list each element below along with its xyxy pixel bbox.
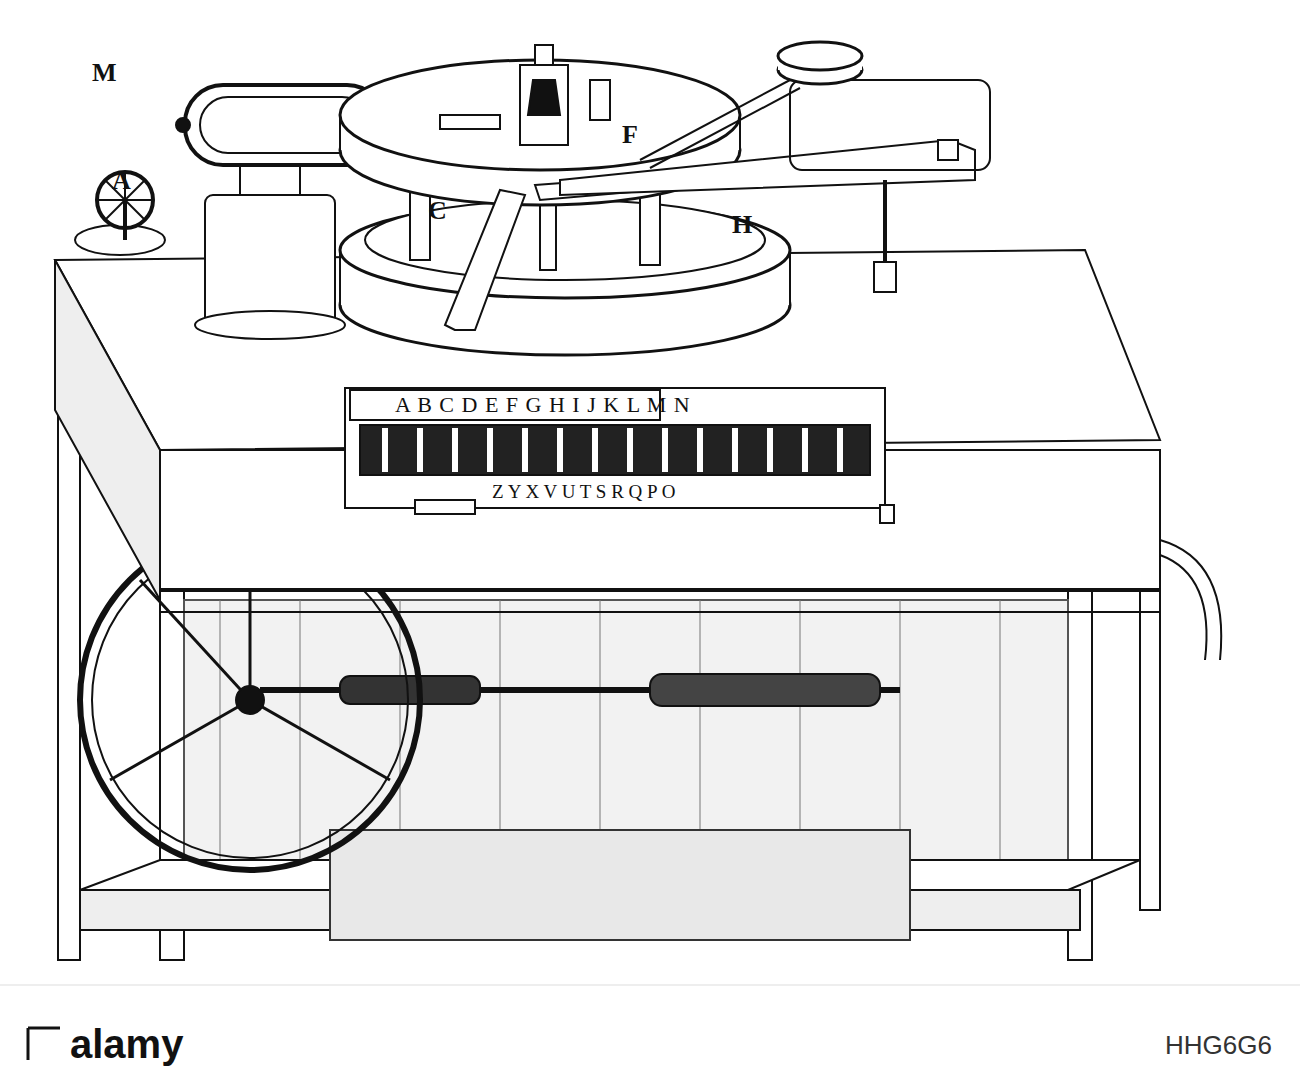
key-letters: Z Y X V U T S R Q P O bbox=[492, 482, 675, 501]
key-letters: A B C D E F G H I J K L M N bbox=[395, 394, 691, 416]
part-letter: H bbox=[732, 212, 752, 238]
part-letter: F bbox=[622, 122, 638, 148]
watermark: alamy bbox=[70, 1024, 183, 1064]
watermark: HHG6G6 bbox=[1165, 1032, 1272, 1058]
part-letter: M bbox=[92, 60, 117, 86]
part-letter: C bbox=[428, 198, 447, 224]
part-letter: A bbox=[112, 168, 131, 194]
